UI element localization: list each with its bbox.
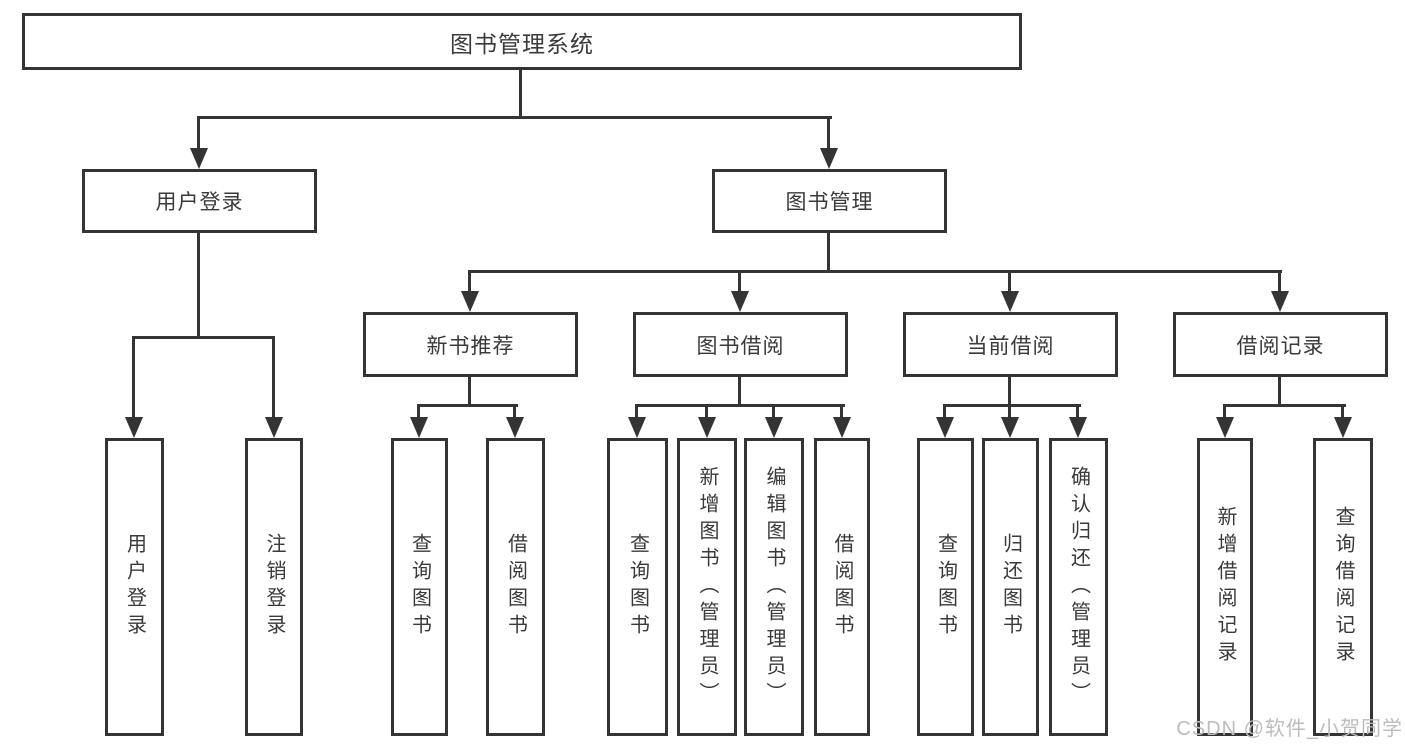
connector-current-borrow-rail: [943, 404, 1081, 407]
leaf-borrow-books-recommend: 借阅图书: [486, 438, 545, 736]
connector-root-stub: [519, 68, 522, 118]
node-borrow-records-label: 借阅记录: [1236, 334, 1325, 358]
arrow-to-current-borrow: [1001, 270, 1019, 312]
arrow-to-new-book-recommend: [461, 270, 479, 312]
node-book-borrow: 图书借阅: [633, 312, 848, 377]
arrow-to-leaf-return-book: [1001, 404, 1019, 438]
node-book-management: 图书管理: [712, 169, 947, 233]
arrow-to-borrow-records: [1271, 270, 1289, 312]
leaf-borrow-books-recommend-label: 借阅图书: [504, 533, 527, 641]
leaf-query-books-borrow-label: 查询图书: [626, 533, 649, 641]
leaf-edit-book-admin: 编辑图书（管理员）: [744, 438, 804, 736]
node-new-book-recommend: 新书推荐: [363, 312, 578, 377]
leaf-add-borrow-record-label: 新增借阅记录: [1214, 506, 1236, 668]
leaf-edit-book-admin-label: 编辑图书（管理员）: [763, 465, 785, 709]
leaf-query-books-recommend: 查询图书: [391, 438, 448, 736]
leaf-query-borrow-record-label: 查询借阅记录: [1332, 506, 1354, 668]
leaf-query-books-recommend-label: 查询图书: [408, 533, 431, 641]
leaf-query-books-borrow: 查询图书: [607, 438, 668, 736]
connector-level1-rail: [197, 116, 832, 119]
arrow-to-leaf-query-books-borrow: [628, 404, 646, 438]
connector-borrow-records-rail: [1223, 404, 1346, 407]
node-user-login: 用户登录: [82, 169, 317, 233]
arrow-to-book-management: [820, 116, 838, 169]
node-current-borrow-label: 当前借阅: [966, 334, 1055, 358]
leaf-return-book: 归还图书: [982, 438, 1039, 736]
leaf-query-borrow-record: 查询借阅记录: [1313, 438, 1373, 736]
arrow-to-leaf-user-login: [125, 336, 143, 438]
connector-user-login-stub: [197, 231, 200, 338]
leaf-borrow-books-label: 借阅图书: [831, 533, 853, 641]
arrow-to-leaf-borrow-books: [833, 404, 851, 438]
connector-level2-rail: [468, 270, 1282, 273]
leaf-add-borrow-record: 新增借阅记录: [1197, 438, 1253, 736]
arrow-to-leaf-logout: [265, 336, 283, 438]
connector-book-borrow-rail: [635, 404, 845, 407]
leaf-add-book-admin-label: 新增图书（管理员）: [696, 465, 718, 709]
leaf-user-login-label: 用户登录: [123, 533, 146, 641]
leaf-add-book-admin: 新增图书（管理员）: [677, 438, 737, 736]
leaf-logout: 注销登录: [245, 438, 303, 736]
connector-book-management-stub: [827, 231, 830, 273]
node-book-management-label: 图书管理: [785, 191, 874, 214]
arrow-to-leaf-borrow-books-recommend: [506, 404, 524, 438]
leaf-return-book-label: 归还图书: [999, 533, 1022, 641]
arrow-to-user-login: [190, 116, 208, 169]
arrow-to-leaf-add-book-admin: [698, 404, 716, 438]
arrow-to-leaf-edit-book-admin: [765, 404, 783, 438]
arrow-to-leaf-query-borrow-record: [1334, 404, 1352, 438]
connector-borrow-records-stub: [1278, 375, 1281, 406]
leaf-confirm-return-admin-label: 确认归还（管理员）: [1067, 465, 1090, 709]
leaf-borrow-books: 借阅图书: [814, 438, 870, 736]
connector-new-book-recommend-stub: [468, 375, 471, 406]
arrow-to-leaf-confirm-return-admin: [1069, 404, 1087, 438]
leaf-confirm-return-admin: 确认归还（管理员）: [1049, 438, 1108, 736]
node-new-book-recommend-label: 新书推荐: [426, 334, 515, 358]
leaf-user-login: 用户登录: [105, 438, 164, 736]
leaf-query-books-current-label: 查询图书: [934, 533, 957, 641]
arrow-to-leaf-query-books-current: [936, 404, 954, 438]
node-root: 图书管理系统: [22, 13, 1022, 70]
arrow-to-leaf-add-borrow-record: [1216, 404, 1234, 438]
node-book-borrow-label: 图书借阅: [696, 334, 785, 358]
leaf-query-books-current: 查询图书: [917, 438, 974, 736]
node-borrow-records: 借阅记录: [1173, 312, 1388, 377]
arrow-to-leaf-query-books-recommend: [410, 404, 428, 438]
node-root-label: 图书管理系统: [450, 30, 594, 57]
connector-current-borrow-stub: [1008, 375, 1011, 406]
csdn-watermark: CSDN @软件_小贺同学: [1176, 718, 1403, 740]
connector-user-login-rail: [132, 336, 275, 339]
node-current-borrow: 当前借阅: [903, 312, 1118, 377]
node-user-login-label: 用户登录: [155, 191, 244, 214]
leaf-logout-label: 注销登录: [263, 533, 285, 641]
connector-new-book-recommend-rail: [417, 404, 518, 407]
arrow-to-book-borrow: [731, 270, 749, 312]
connector-book-borrow-stub: [738, 375, 741, 406]
